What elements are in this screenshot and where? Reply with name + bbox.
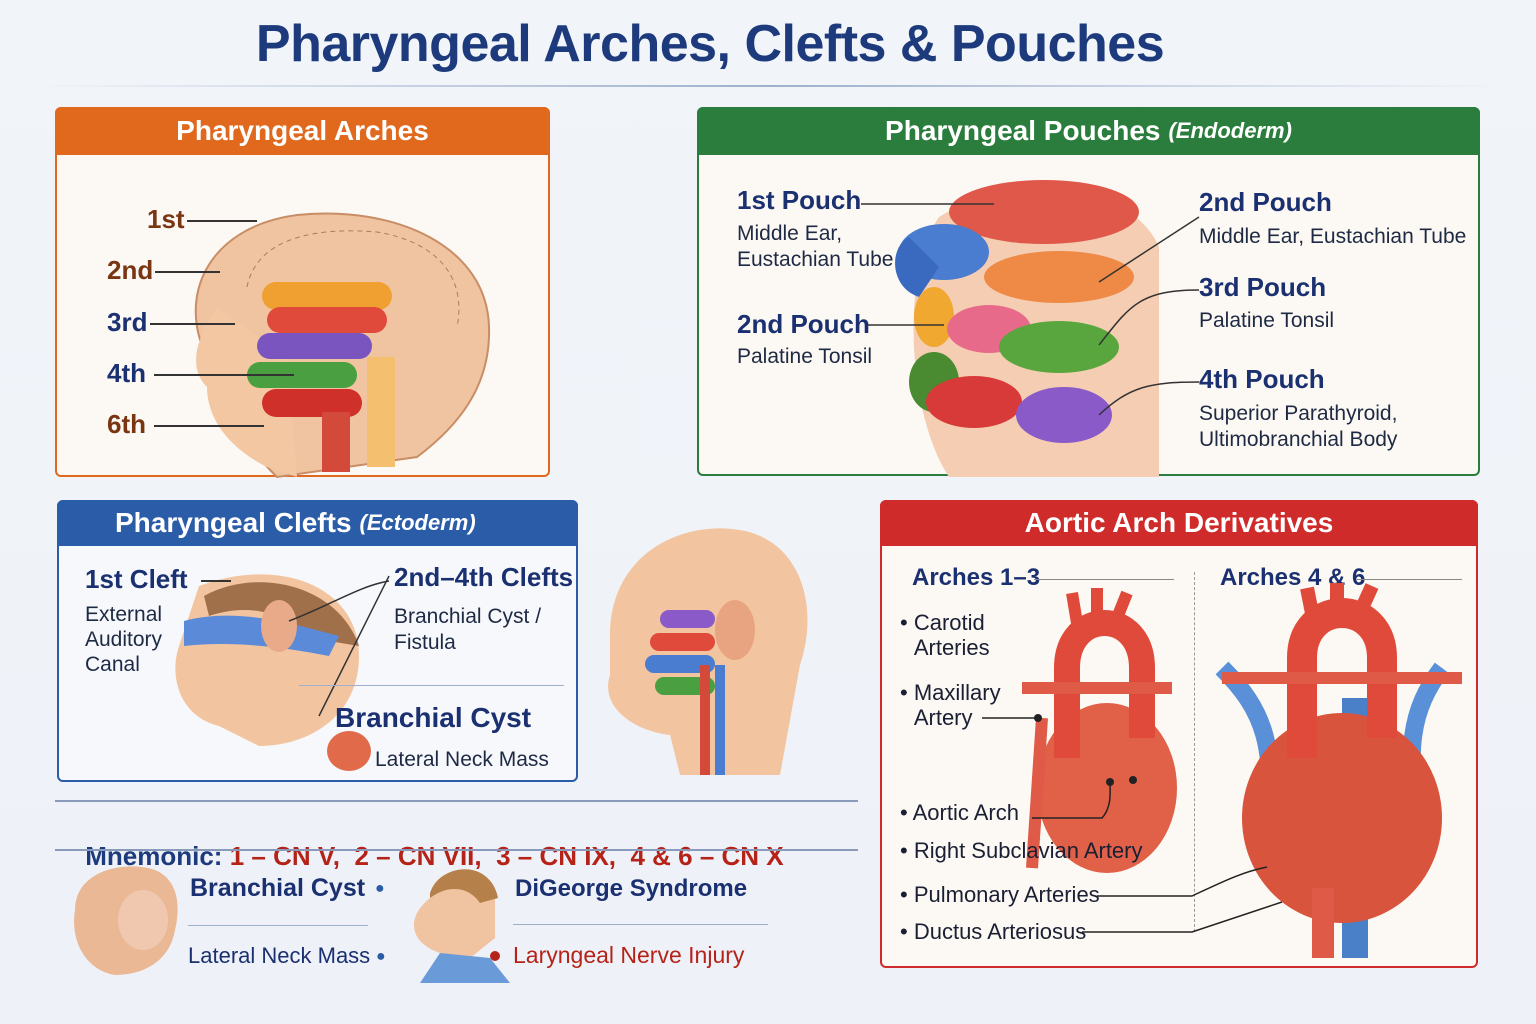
- aortic-item-carotid: • Carotid Arteries: [900, 610, 990, 661]
- aortic-arch-panel: Aortic Arch Derivatives Arches 1–3 Arche…: [880, 500, 1478, 968]
- aortic-leader-lines: [982, 714, 1283, 933]
- cleft-head-illustration: [175, 574, 390, 771]
- arch-label-6th: 6th: [107, 409, 146, 439]
- cleft-1-band: [184, 615, 339, 656]
- pouch-right-3-desc: Superior Parathyroid, Ultimobranchial Bo…: [1199, 402, 1398, 452]
- aortic-item-ductus: • Ductus Arteriosus: [900, 919, 1087, 944]
- arch-label-2nd: 2nd: [107, 255, 154, 285]
- cleft-1-name: 1st Cleft: [85, 564, 188, 594]
- cleft-2-4-desc: Branchial Cyst / Fistula: [394, 605, 542, 655]
- pouch-left-1-name: 1st Pouch: [737, 185, 862, 215]
- pouch-1: [949, 180, 1139, 244]
- bottom-laryngeal-nerve: Laryngeal Nerve Injury: [513, 942, 745, 968]
- arch-label-4th: 4th: [107, 358, 146, 388]
- page-title: Pharyngeal Arches, Clefts & Pouches: [255, 15, 1165, 73]
- bottom-branchial-cyst: Branchial Cyst: [190, 874, 366, 902]
- aortic-header-text: Aortic Arch Derivatives: [1024, 507, 1334, 538]
- pouch-2: [984, 251, 1134, 303]
- arches-1-3-title: Arches 1–3: [912, 564, 1041, 591]
- pouch-left-2-name: 2nd Pouch: [737, 309, 870, 339]
- mnemonic: Mnemonic: 1 – CN V, 2 – CN VII, 3 – CN I…: [78, 810, 784, 872]
- aortic-item-aortic-arch: • Aortic Arch: [900, 800, 1019, 825]
- arches-header: Pharyngeal Arches: [55, 107, 550, 155]
- pouch-right-2-desc: Palatine Tonsil: [1199, 309, 1335, 332]
- aortic-header: Aortic Arch Derivatives: [880, 500, 1478, 546]
- bottom-lateral-neck-mass: Lateral Neck Mass: [188, 943, 371, 968]
- mnemonic-text: 1 – CN V, 2 – CN VII, 3 – CN IX, 4 & 6 –…: [229, 841, 784, 871]
- arch-3: [257, 333, 372, 359]
- pouches-header-sub: (Endoderm): [1168, 118, 1292, 143]
- arch-2: [267, 307, 387, 333]
- branchial-cyst-child-illustration: [74, 866, 178, 975]
- aortic-item-pulmonary: • Pulmonary Arteries: [900, 882, 1100, 907]
- pouches-header-text: Pharyngeal Pouches: [885, 115, 1161, 146]
- pharyngeal-clefts-panel: Pharyngeal Clefts (Ectoderm) 1st Cleft Ex…: [57, 500, 578, 782]
- clefts-header: Pharyngeal Clefts (Ectoderm): [57, 500, 578, 546]
- clefts-header-sub: (Ectoderm): [359, 510, 476, 535]
- heart-left-illustration: [1022, 588, 1177, 873]
- pouch-left-1-desc: Middle Ear, Eustachian Tube: [737, 222, 894, 272]
- pouch-left-2-desc: Palatine Tonsil: [737, 345, 873, 368]
- aortic-item-right-subclavian: • Right Subclavian Artery: [900, 838, 1143, 863]
- ear: [261, 600, 297, 652]
- mnemonic-label: Mnemonic:: [85, 841, 223, 871]
- arch-label-3rd: 3rd: [107, 307, 148, 337]
- arch-label-1st: 1st: [147, 204, 185, 234]
- pouch-right-1-desc: Middle Ear, Eustachian Tube: [1199, 225, 1467, 248]
- head-arches-illustration: [194, 212, 491, 479]
- center-head-illustration: [608, 528, 808, 775]
- bottom-digeorge: DiGeorge Syndrome: [515, 875, 748, 902]
- branchial-cyst-desc: Lateral Neck Mass: [375, 748, 549, 771]
- bullet-dot: ●: [375, 880, 385, 897]
- digeorge-child-illustration: [413, 869, 510, 983]
- cleft-2-4-name: 2nd–4th Clefts: [394, 562, 574, 592]
- branchial-cyst: [327, 731, 371, 771]
- pouch-right-2-name: 3rd Pouch: [1199, 272, 1327, 302]
- clefts-header-text: Pharyngeal Clefts: [115, 507, 352, 538]
- pouch-4: [1016, 387, 1112, 443]
- branchial-cyst-name: Branchial Cyst: [335, 702, 532, 733]
- pharyngeal-arches-panel: Pharyngeal Arches 1st 2nd 3rd 4th 6th: [55, 107, 550, 479]
- heart-right-illustration: [1215, 583, 1462, 958]
- bullet-dot: ●: [376, 948, 386, 965]
- title-divider: [40, 85, 1500, 87]
- arch-1: [262, 282, 392, 310]
- pouch-3: [999, 321, 1119, 373]
- aortic-item-maxillary: • Maxillary Artery: [900, 680, 1001, 731]
- pouch-right-1-name: 2nd Pouch: [1199, 187, 1332, 217]
- pharyngeal-pouches-panel: Pharyngeal Pouches (Endoderm) 1st Pouch M…: [697, 107, 1480, 477]
- pouches-header: Pharyngeal Pouches (Endoderm): [697, 107, 1480, 155]
- arch-4: [247, 362, 357, 388]
- cleft-1-desc: External Auditory Canal: [85, 603, 163, 677]
- arches-header-text: Pharyngeal Arches: [176, 115, 429, 146]
- arch-6: [262, 389, 362, 417]
- pouches-illustration: [861, 180, 1200, 477]
- pouch-right-3-name: 4th Pouch: [1199, 364, 1325, 394]
